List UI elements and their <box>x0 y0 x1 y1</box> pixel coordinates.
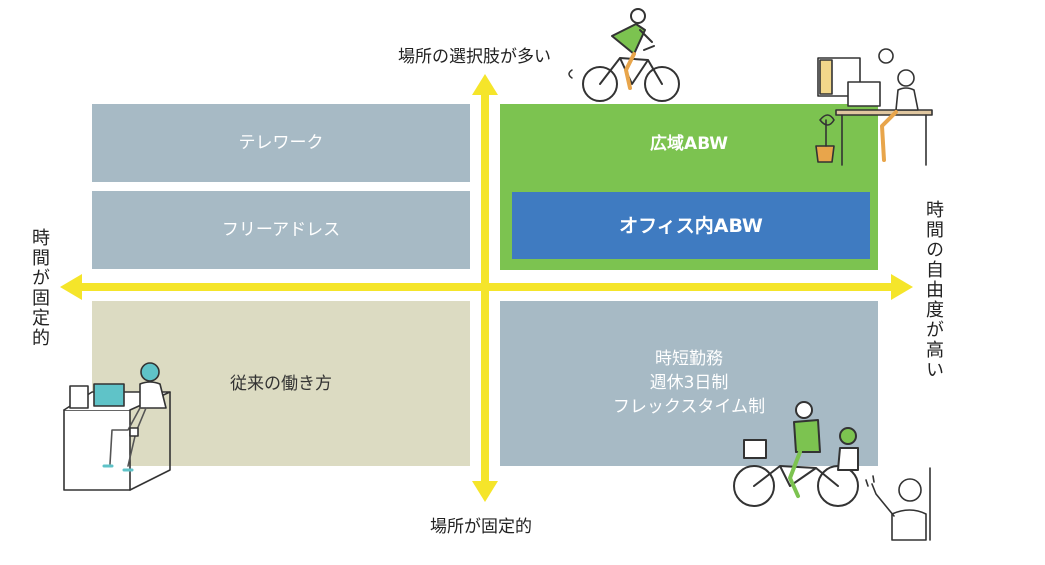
telework-box: テレワーク <box>92 104 470 182</box>
free-address-label: フリーアドレス <box>221 220 341 240</box>
office-abw-label: オフィス内ABW <box>619 214 763 237</box>
axis-label-top: 場所の選択肢が多い <box>398 47 551 67</box>
wide-abw-label: 広域ABW <box>650 134 728 154</box>
flexible-item-four-day-week: 週休3日制 <box>649 373 729 393</box>
telework-label: テレワーク <box>238 133 324 153</box>
axis-label-left: 時間が固定的 <box>29 228 50 348</box>
flexible-item-short-hours: 時短勤務 <box>655 349 723 369</box>
free-address-box: フリーアドレス <box>92 191 470 269</box>
flexible-item-flextime: フレックスタイム制 <box>612 397 766 417</box>
traditional-work-label: 従来の働き方 <box>230 373 332 394</box>
axis-label-right: 時間の自由度が高い <box>923 200 944 380</box>
vertical-axis-arrow <box>472 74 498 502</box>
axis-label-bottom: 場所が固定的 <box>430 517 532 537</box>
office-abw-box: オフィス内ABW <box>512 192 870 259</box>
